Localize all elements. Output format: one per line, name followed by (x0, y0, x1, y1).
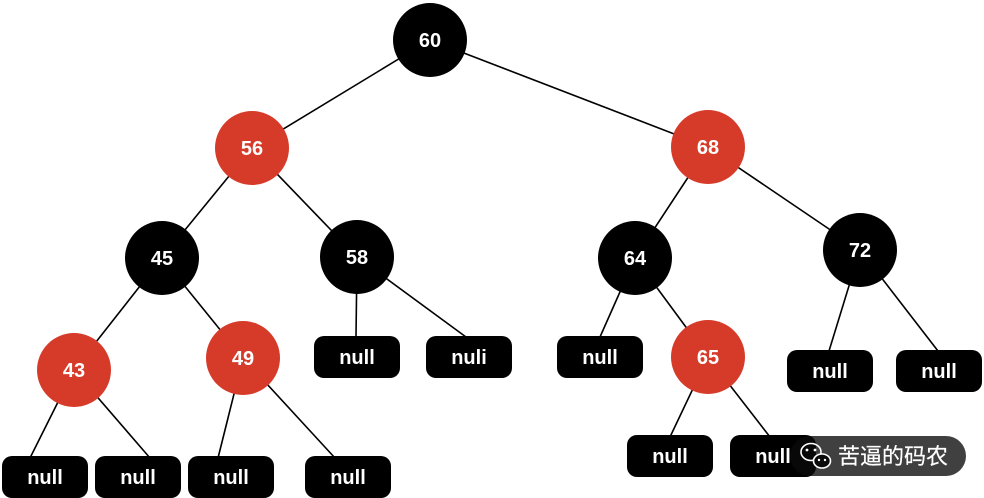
null-leaf-72-left: null (787, 350, 873, 392)
null-leaf-49-right: null (305, 456, 391, 498)
node-43-circle (37, 333, 111, 407)
null-leaf-58-left: null (314, 336, 400, 378)
node-56: 56 (215, 111, 289, 185)
null-leaf-box (787, 350, 873, 392)
node-43-label: 43 (63, 360, 85, 382)
tree-nodes: 60 56 68 45 58 64 72 43 (37, 3, 897, 407)
null-leaf-label: nuli (451, 347, 487, 369)
node-45: 45 (125, 221, 199, 295)
node-64-label: 64 (624, 248, 647, 270)
node-49: 49 (206, 321, 280, 395)
null-leaf-box (2, 456, 88, 498)
node-56-label: 56 (241, 138, 263, 160)
null-leaf-43-right: null (95, 456, 181, 498)
node-58-circle (320, 220, 394, 294)
node-65: 65 (671, 320, 745, 394)
null-leaf-58-right: nuli (426, 336, 512, 378)
null-leaf-box (426, 336, 512, 378)
null-leaf-72-right: null (896, 350, 982, 392)
wechat-icon (800, 442, 832, 469)
node-72-circle (823, 213, 897, 287)
node-65-circle (671, 320, 745, 394)
node-60: 60 (393, 3, 467, 77)
null-leaf-box (95, 456, 181, 498)
null-leaf-64-left: null (557, 336, 643, 378)
node-72-label: 72 (849, 240, 871, 262)
edge-60-68 (429, 39, 709, 148)
watermark-text: 苦逼的码农 (838, 445, 948, 470)
null-leaf-label: null (812, 361, 848, 383)
node-68-label: 68 (697, 137, 719, 159)
node-45-circle (125, 221, 199, 295)
node-49-circle (206, 321, 280, 395)
node-60-circle (393, 3, 467, 77)
null-leaf-label: null (330, 467, 366, 489)
node-68: 68 (671, 110, 745, 184)
node-58: 58 (320, 220, 394, 294)
null-leaf-43-left: null (2, 456, 88, 498)
node-56-circle (215, 111, 289, 185)
null-leaf-box (314, 336, 400, 378)
watermark-badge (790, 436, 966, 476)
null-leaf-box (188, 456, 274, 498)
node-64: 64 (598, 221, 672, 295)
null-leaf-box (896, 350, 982, 392)
null-leaf-65-left: null (627, 435, 713, 477)
node-58-label: 58 (346, 247, 368, 269)
node-68-circle (671, 110, 745, 184)
watermark: 苦逼的码农 (790, 436, 966, 476)
node-64-circle (598, 221, 672, 295)
null-leaf-label: null (582, 347, 618, 369)
null-leaf-label: null (652, 446, 688, 468)
node-45-label: 45 (151, 248, 173, 270)
node-43: 43 (37, 333, 111, 407)
null-leaf-box (557, 336, 643, 378)
node-60-label: 60 (419, 30, 441, 52)
null-leaf-label: null (921, 361, 957, 383)
null-leaf-label: null (120, 467, 156, 489)
null-leaf-49-left: null (188, 456, 274, 498)
null-leaf-label: null (213, 467, 249, 489)
null-leaf-box (627, 435, 713, 477)
node-72: 72 (823, 213, 897, 287)
node-49-label: 49 (232, 348, 254, 370)
null-leaf-label: null (27, 467, 63, 489)
null-leaf-label: null (755, 446, 791, 468)
node-65-label: 65 (697, 347, 719, 369)
null-leaf-box (305, 456, 391, 498)
null-leaf-label: null (339, 347, 375, 369)
